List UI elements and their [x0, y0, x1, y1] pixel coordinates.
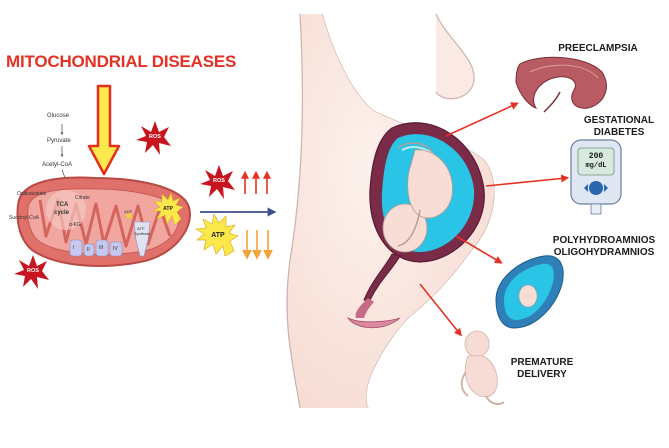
- pathway-glucose: Glucose: [47, 113, 70, 119]
- glucometer-icon: [570, 139, 622, 215]
- ros-badge-top: ROS: [149, 134, 161, 140]
- pathway-oxaloacetate: Oxaloacetate: [17, 191, 47, 197]
- complex-3: [95, 239, 109, 257]
- adp-label: ADP: [124, 209, 133, 214]
- cervix: [363, 253, 401, 301]
- main-title: MITOCHONDRIAL DISEASES: [6, 52, 237, 71]
- glucometer-value: 200: [588, 152, 604, 161]
- glucometer-button-center: [589, 181, 603, 195]
- atp-synthase: [133, 221, 151, 257]
- glucometer-unit: mg/dL: [585, 162, 607, 170]
- complex-label-3: III: [99, 245, 104, 251]
- atp-badge-mito: ATP: [163, 206, 173, 212]
- ros-badge-mid: ROS: [213, 178, 225, 184]
- adp-molecule: [125, 212, 133, 220]
- label-diabetes: DIABETES: [593, 127, 645, 138]
- perineum: [346, 316, 401, 329]
- atp-decrease-arrows: [242, 230, 273, 260]
- label-delivery: DELIVERY: [517, 369, 567, 380]
- vaginal-canal: [355, 298, 374, 318]
- label-premature: PREMATURE: [510, 357, 574, 368]
- breast: [435, 13, 475, 100]
- atp-badge-mid-shape: [194, 212, 239, 257]
- label-preeclampsia: PREECLAMPSIA: [558, 43, 638, 54]
- placenta-icon: [515, 56, 607, 113]
- label-oligohydramnios: OLIGOHYDRAMNIOS: [553, 247, 655, 258]
- pathway-pyruvate: Pyruvate: [47, 138, 71, 144]
- amniotic-sac-icon: [495, 255, 564, 329]
- respiratory-chain: [69, 212, 151, 257]
- ros-badge-top-shape: [136, 121, 171, 155]
- complex-label-1: I: [73, 245, 75, 251]
- tca-cycle-label: cycle: [54, 210, 70, 216]
- complex-1: [69, 239, 83, 257]
- pathway-akg: α-KG: [69, 222, 81, 228]
- complex-label-4: IV: [113, 246, 118, 252]
- atp-badge-mito-shape: [151, 192, 184, 226]
- atp-synthase-label-2: Synthase: [134, 231, 151, 236]
- ros-badge-bottom: ROS: [27, 268, 39, 274]
- pathway-succinyl-coa: Succinyl-CoA: [9, 215, 40, 221]
- test-strip: [590, 203, 602, 215]
- atp-synthase-label-1: ATP: [137, 226, 145, 231]
- tca-label: TCA: [56, 202, 69, 208]
- label-gestational: GESTATIONAL: [583, 115, 655, 126]
- fetus: [382, 142, 453, 253]
- ros-badge-bottom-shape: [14, 255, 49, 289]
- pathway-acetyl-coa: Acetyl-CoA: [42, 162, 73, 168]
- outcome-arrows: [419, 102, 570, 337]
- complex-4: [109, 241, 123, 257]
- pathway-citrate: Citrate: [75, 195, 90, 201]
- label-polyhydramnios: POLYHYDROAMNIOS: [552, 235, 656, 246]
- big-down-arrow: [87, 84, 121, 176]
- complex-label-2: II: [87, 247, 90, 253]
- premature-baby-icon: [460, 330, 505, 405]
- atp-badge-mid: ATP: [211, 232, 225, 239]
- complex-2: [83, 243, 95, 257]
- glucometer-screen: [577, 147, 615, 176]
- ros-increase-arrows: [241, 170, 271, 194]
- ros-badge-mid-shape: [200, 165, 235, 199]
